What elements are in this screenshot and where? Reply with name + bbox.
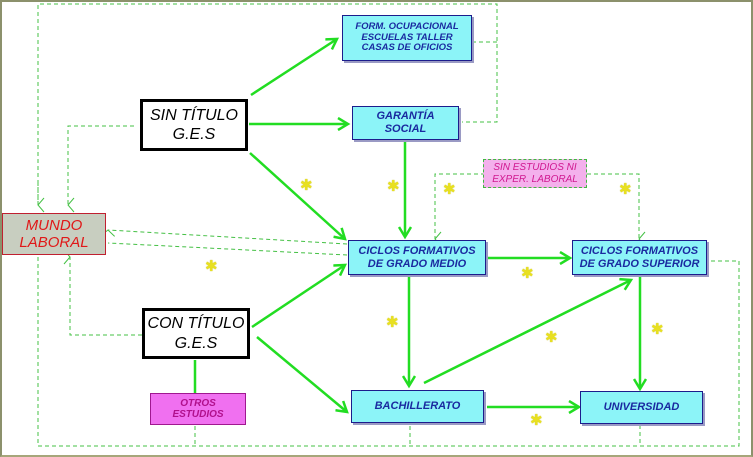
node-label: GARANTÍA (376, 110, 435, 123)
dashed-bottom-loop (37, 257, 740, 447)
node-label: G.E.S (174, 334, 218, 352)
arrow-con-titulo-to-ciclos-medio (251, 265, 345, 329)
dashed-sin-titulo-to-mundo (67, 125, 134, 213)
node-label: BACHILLERATO (374, 400, 461, 413)
node-label: OTROS (180, 397, 216, 409)
star-marker: ✱ (205, 258, 218, 275)
node-label: LABORAL (19, 234, 89, 251)
star-marker: ✱ (530, 412, 543, 429)
node-bachillerato[interactable]: BACHILLERATO (351, 390, 484, 423)
dashed-ciclos-medio-to-mundo-1 (100, 229, 348, 245)
node-label: EXPER. LABORAL (492, 173, 578, 185)
star-marker: ✱ (387, 178, 400, 195)
node-con-titulo[interactable]: CON TÍTULO G.E.S (142, 308, 250, 359)
node-garantia-social[interactable]: GARANTÍA SOCIAL (352, 106, 459, 140)
dashed-ciclos-medio-to-mundo-2 (107, 242, 348, 256)
star-marker: ✱ (521, 265, 534, 282)
node-sin-titulo[interactable]: SIN TÍTULO G.E.S (140, 99, 248, 151)
node-label: SOCIAL (384, 123, 427, 135)
star-marker: ✱ (443, 181, 456, 198)
arrow-bachillerato-to-superior (423, 280, 631, 385)
node-form-ocupacional[interactable]: FORM. OCUPACIONAL ESCUELAS TALLER CASAS … (342, 15, 472, 61)
node-otros-estudios[interactable]: OTROS ESTUDIOS (150, 393, 246, 425)
node-label: ESTUDIOS (172, 409, 224, 420)
star-marker: ✱ (386, 314, 399, 331)
arrow-con-titulo-to-bachillerato (256, 336, 347, 412)
node-label: MUNDO (25, 216, 83, 234)
star-marker: ✱ (619, 181, 632, 198)
node-label: FORM. OCUPACIONAL (355, 20, 459, 32)
arrow-sin-titulo-to-ciclos-medio (249, 152, 345, 239)
node-label: SIN ESTUDIOS NI (493, 162, 577, 173)
star-marker: ✱ (300, 177, 313, 194)
dashed-sin-estudios-to-medio (434, 173, 485, 247)
node-label: CICLOS FORMATIVOS (358, 244, 476, 257)
arrow-sin-titulo-to-form-ocup (250, 39, 337, 97)
node-label: CON TÍTULO (147, 315, 245, 333)
node-mundo-laboral[interactable]: MUNDO LABORAL (2, 213, 106, 255)
node-ciclos-superior[interactable]: CICLOS FORMATIVOS DE GRADO SUPERIOR (572, 240, 707, 275)
dashed-top-loop (37, 3, 498, 205)
node-label: UNIVERSIDAD (603, 401, 680, 414)
star-marker: ✱ (651, 321, 664, 338)
node-label: SIN TÍTULO (149, 106, 238, 124)
dashed-sin-estudios-to-superior (587, 173, 646, 247)
node-universidad[interactable]: UNIVERSIDAD (580, 391, 703, 424)
star-marker: ✱ (545, 329, 558, 346)
node-label: DE GRADO SUPERIOR (579, 257, 700, 270)
node-sin-estudios[interactable]: SIN ESTUDIOS NI EXPER. LABORAL (483, 159, 587, 188)
node-label: CICLOS FORMATIVOS (580, 244, 699, 257)
node-ciclos-medio[interactable]: CICLOS FORMATIVOS DE GRADO MEDIO (348, 240, 486, 275)
node-label: CASAS DE OFICIOS (361, 42, 453, 54)
node-label: ESCUELAS TALLER (361, 31, 453, 43)
node-label: DE GRADO MEDIO (367, 257, 467, 270)
dashed-con-titulo-to-mundo (63, 249, 142, 336)
node-label: G.E.S (172, 126, 216, 143)
